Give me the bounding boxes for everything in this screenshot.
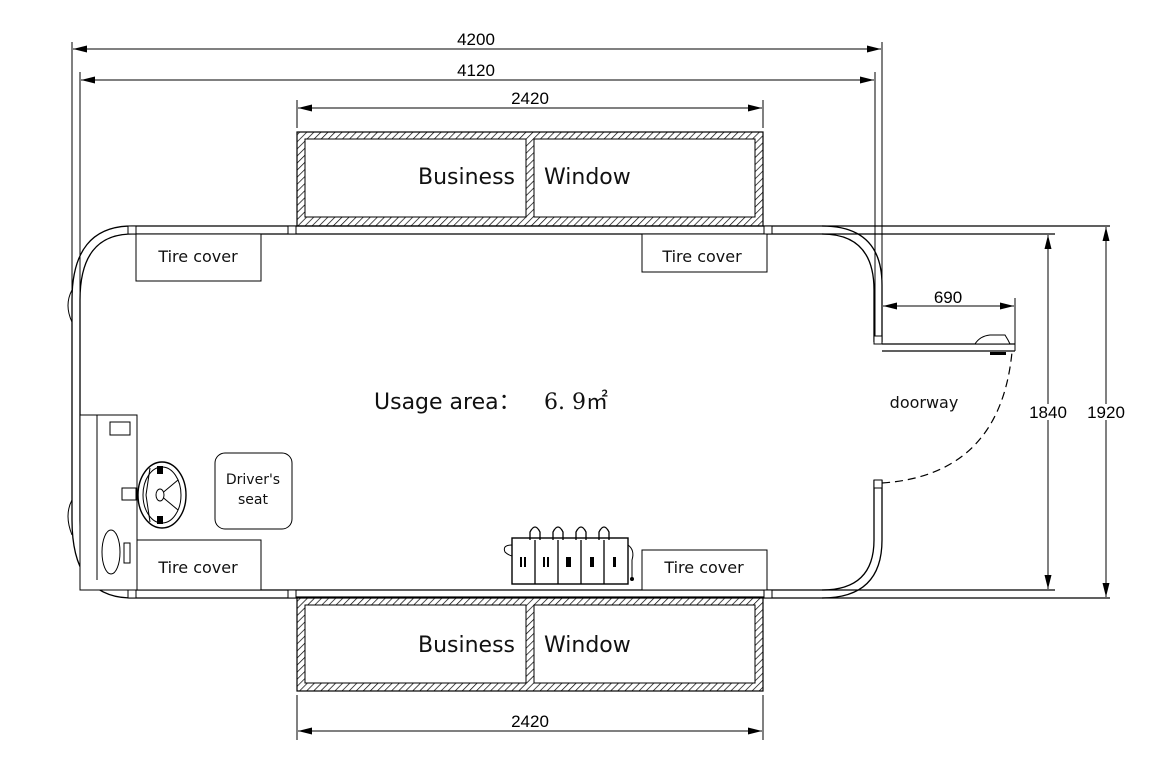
steering-wheel-icon xyxy=(121,461,187,529)
tire-cover-top-left: Tire cover xyxy=(135,233,262,282)
tire-cover-bottom-right: Tire cover xyxy=(641,549,768,591)
dimension-window-top: 2420 xyxy=(296,89,764,128)
door-swing-arc xyxy=(881,351,1013,484)
dimension-1920: 1920 xyxy=(1087,403,1125,422)
dimension-4120: 4120 xyxy=(457,61,495,80)
vehicle-body xyxy=(67,225,1110,599)
dashboard xyxy=(79,414,138,591)
dimension-inner-width: 1840 xyxy=(1029,235,1067,589)
dimension-690: 690 xyxy=(934,288,962,307)
svg-text:Tire cover: Tire cover xyxy=(661,247,742,266)
dimension-2420-top: 2420 xyxy=(511,89,549,108)
dimension-1840: 1840 xyxy=(1029,403,1067,422)
door-handle-icon xyxy=(974,334,1011,355)
doorway: doorway xyxy=(881,343,1016,484)
dimension-2420-bottom: 2420 xyxy=(511,712,549,731)
svg-text:Driver's: Driver's xyxy=(226,472,280,488)
svg-text:Tire cover: Tire cover xyxy=(663,558,744,577)
dimension-4200: 4200 xyxy=(457,30,495,49)
business-window-bottom: Business Window xyxy=(296,596,764,692)
doorway-label: doorway xyxy=(890,393,959,412)
window-label-window-top: Window xyxy=(544,165,631,190)
tire-cover-bottom-left: Tire cover xyxy=(135,539,262,591)
business-window-top: Business Window xyxy=(296,131,764,227)
usage-area: Usage area： 6. 9㎡ xyxy=(374,389,608,415)
window-label-business-bottom: Business xyxy=(418,633,515,658)
svg-text:seat: seat xyxy=(238,492,268,508)
dimension-window-bottom: 2420 xyxy=(296,695,764,740)
tire-cover-top-right: Tire cover xyxy=(641,233,768,273)
usage-area-label: Usage area： xyxy=(374,390,521,415)
svg-text:Tire cover: Tire cover xyxy=(157,558,238,577)
window-label-business-top: Business xyxy=(418,165,515,190)
dimension-overall-inner: 4120 xyxy=(79,61,876,340)
usage-area-value: 6. 9㎡ xyxy=(544,389,608,415)
dimension-door: 690 xyxy=(883,288,1016,344)
svg-text:Tire cover: Tire cover xyxy=(157,247,238,266)
gas-cylinders-icon xyxy=(503,526,634,585)
window-label-window-bottom: Window xyxy=(544,633,631,658)
drivers-seat: Driver's seat xyxy=(214,452,293,530)
dimension-outer-width: 1920 xyxy=(1087,227,1125,597)
